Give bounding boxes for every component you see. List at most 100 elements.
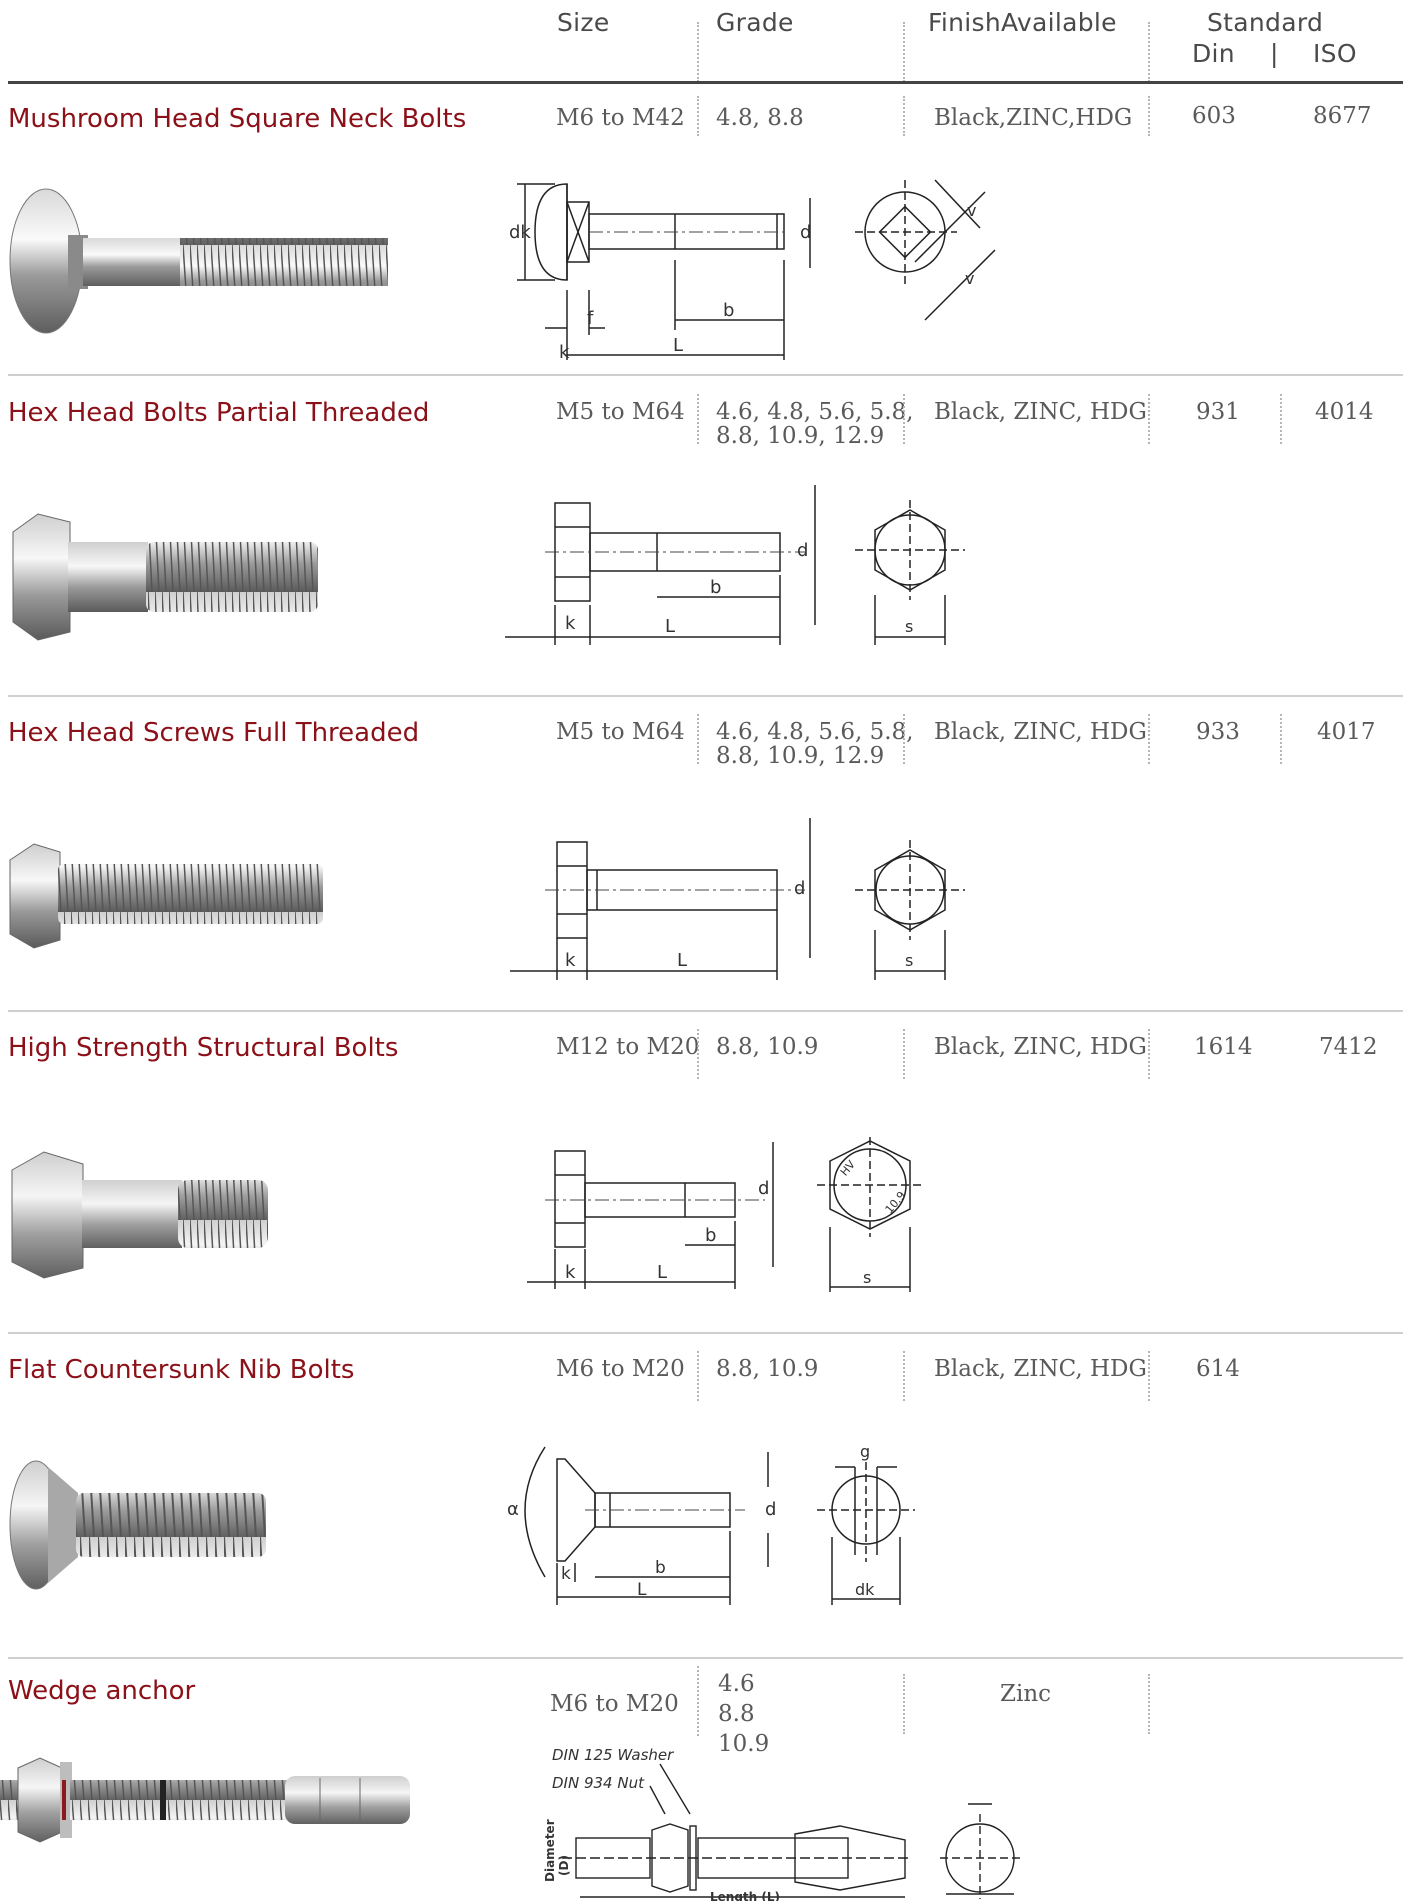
- header-divider: [1148, 22, 1150, 82]
- dim-label-L: L: [665, 616, 675, 637]
- cell-divider: [903, 96, 905, 136]
- dim-label-s: s: [863, 1268, 871, 1287]
- product-iso: 4014: [1315, 399, 1374, 425]
- marking-hv: HV: [838, 1158, 858, 1179]
- product-grade: 8.8, 10.9: [716, 1356, 819, 1382]
- table-header: Size Grade FinishAvailable Standard Din …: [0, 0, 1409, 84]
- product-name: Hex Head Screws Full Threaded: [8, 718, 420, 748]
- product-row-high-strength: High Strength Structural Bolts M12 to M2…: [0, 1025, 1409, 1337]
- dim-label-k: k: [559, 342, 570, 360]
- product-row-hex-full: Hex Head Screws Full Threaded M5 to M64 …: [0, 710, 1409, 1015]
- product-name: High Strength Structural Bolts: [8, 1033, 399, 1063]
- product-finish: Black,ZINC,HDG: [934, 105, 1133, 131]
- product-row-wedge-anchor: Wedge anchor M6 to M20 4.6 8.8 10.9 Zinc: [0, 1662, 1409, 1901]
- dim-label-s: s: [905, 951, 913, 970]
- product-finish: Black, ZINC, HDG: [934, 1356, 1147, 1382]
- dim-label-d: d: [794, 878, 805, 899]
- dim-label-b: b: [723, 300, 734, 321]
- product-grade-line: 4.6: [718, 1671, 755, 1697]
- product-din: 1614: [1194, 1034, 1253, 1060]
- dim-label-d: d: [758, 1178, 769, 1199]
- header-iso: ISO: [1313, 39, 1357, 68]
- cell-divider: [1148, 714, 1150, 764]
- dim-label-d: d: [765, 1499, 776, 1520]
- cell-divider: [903, 1029, 905, 1079]
- bolt-photo: [9, 843, 323, 949]
- dim-label-v: v: [965, 269, 974, 288]
- header-finish: FinishAvailable: [928, 8, 1117, 37]
- row-divider: [8, 1332, 1403, 1334]
- product-grade-line: 8.8: [718, 1701, 755, 1727]
- product-iso: 4017: [1317, 719, 1376, 745]
- cell-divider: [697, 1351, 699, 1401]
- product-grade-line: 4.6, 4.8, 5.6, 5.8,: [716, 399, 914, 425]
- header-divider: [697, 22, 699, 82]
- dim-label-g: g: [860, 1442, 870, 1461]
- product-row-countersunk: Flat Countersunk Nib Bolts M6 to M20 8.8…: [0, 1347, 1409, 1659]
- dim-label-v: v: [967, 201, 976, 220]
- product-row-hex-partial: Hex Head Bolts Partial Threaded M5 to M6…: [0, 390, 1409, 700]
- header-standard: Standard: [1207, 8, 1324, 37]
- product-din: 603: [1192, 103, 1236, 129]
- dim-label-k: k: [565, 1262, 576, 1283]
- dim-label-k: k: [565, 950, 576, 971]
- product-grade: 4.8, 8.8: [716, 105, 804, 131]
- product-size: M5 to M64: [556, 399, 685, 425]
- dim-label-b: b: [655, 1558, 666, 1578]
- cell-divider: [1148, 96, 1150, 136]
- header-grade: Grade: [716, 8, 794, 37]
- dim-label-k: k: [565, 613, 576, 634]
- dimension-drawing: α d k b L g dk: [507, 1442, 915, 1605]
- row-divider: [8, 695, 1403, 697]
- product-grade-line: 4.6, 4.8, 5.6, 5.8,: [716, 719, 914, 745]
- cell-divider: [903, 1351, 905, 1401]
- cell-divider: [903, 394, 905, 444]
- cell-divider: [697, 1666, 699, 1736]
- product-size: M6 to M42: [556, 105, 685, 131]
- dim-label-b: b: [710, 577, 721, 598]
- row-divider: [8, 374, 1403, 376]
- product-finish: Black, ZINC, HDG: [934, 1034, 1147, 1060]
- cell-divider: [903, 1674, 905, 1734]
- dim-label-d: d: [797, 540, 808, 561]
- product-name: Wedge anchor: [8, 1676, 196, 1706]
- product-size: M12 to M20: [556, 1034, 700, 1060]
- dimension-drawing: dk d f b k L v v: [509, 179, 996, 360]
- bolt-photo: [11, 1151, 268, 1279]
- row-divider: [8, 1657, 1403, 1659]
- product-din: 614: [1196, 1356, 1240, 1382]
- product-iso: 8677: [1313, 103, 1372, 129]
- length-label: Length (L): [710, 1890, 780, 1901]
- product-grade-line: 8.8, 10.9, 12.9: [716, 743, 885, 769]
- dim-label-L: L: [637, 1580, 647, 1600]
- dim-label-f: f: [587, 308, 594, 329]
- dim-label-d: d: [800, 222, 811, 243]
- dim-label-L: L: [657, 1262, 667, 1283]
- row-divider: [8, 1010, 1403, 1012]
- washer-label: DIN 125 Washer: [552, 1746, 674, 1764]
- product-finish: Black, ZINC, HDG: [934, 719, 1147, 745]
- product-name: Mushroom Head Square Neck Bolts: [8, 104, 467, 134]
- cell-divider: [1280, 714, 1282, 764]
- nut-label: DIN 934 Nut: [552, 1774, 645, 1792]
- dim-label-L: L: [677, 950, 687, 971]
- dim-label-s: s: [905, 617, 913, 636]
- cell-divider: [697, 96, 699, 136]
- diameter-label: Diameter: [543, 1819, 557, 1882]
- dim-label-L: L: [673, 335, 683, 356]
- product-row-mushroom-head: Mushroom Head Square Neck Bolts M6 to M4…: [0, 90, 1409, 376]
- product-size: M6 to M20: [556, 1356, 685, 1382]
- cell-divider: [697, 394, 699, 444]
- header-separator: |: [1270, 39, 1279, 68]
- dimension-drawing: d b k L s: [505, 485, 965, 645]
- header-rule: [8, 81, 1403, 84]
- product-grade: 8.8, 10.9: [716, 1034, 819, 1060]
- cell-divider: [1148, 394, 1150, 444]
- dim-label-dk: dk: [855, 1580, 875, 1599]
- product-grade-line: 8.8, 10.9, 12.9: [716, 423, 885, 449]
- cell-divider: [1148, 1351, 1150, 1401]
- product-iso: 7412: [1319, 1034, 1378, 1060]
- header-size: Size: [557, 8, 610, 37]
- dim-label-b: b: [705, 1225, 716, 1246]
- dim-label-alpha: α: [507, 1499, 519, 1520]
